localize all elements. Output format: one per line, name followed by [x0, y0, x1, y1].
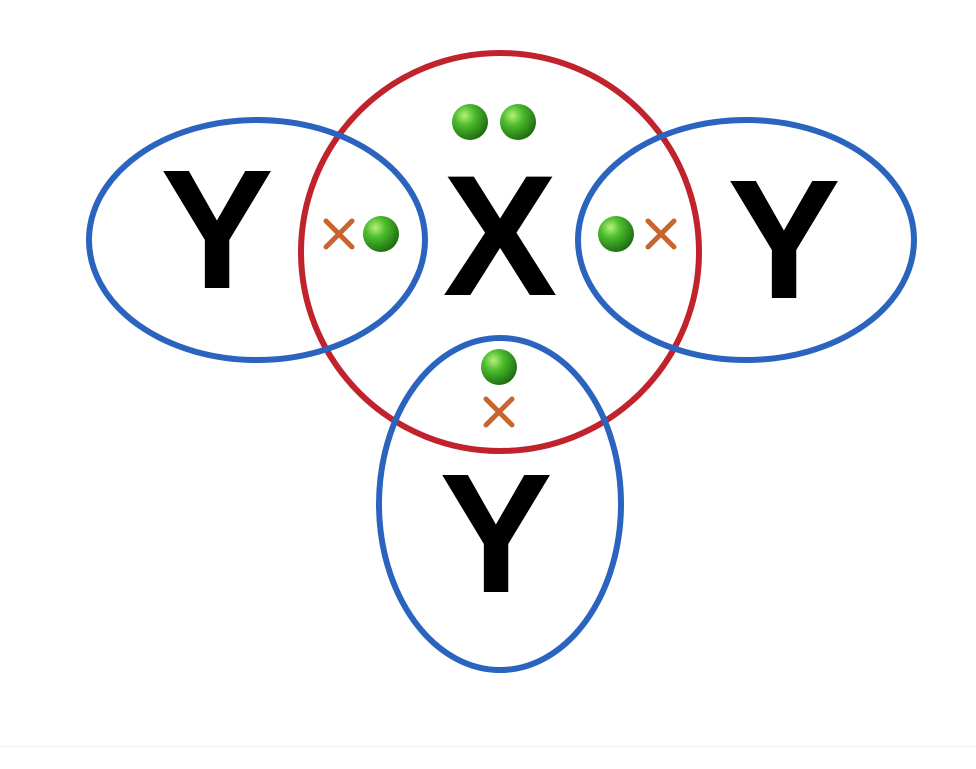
right-atom-symbol: Y: [727, 145, 840, 335]
bottom-divider: [0, 746, 976, 747]
green-dot-electron-icon: [598, 216, 634, 252]
green-dot-electron-icon: [481, 349, 517, 385]
green-dot-electron-icon: [452, 104, 488, 140]
bottom-atom-shell: [376, 335, 624, 673]
lone-pair: [452, 104, 536, 140]
orange-cross-electron-icon: [323, 218, 355, 250]
left-bond-pair: [323, 216, 399, 252]
orange-cross-electron-icon: [483, 396, 515, 428]
green-dot-electron-icon: [500, 104, 536, 140]
bottom-atom-symbol: Y: [439, 439, 552, 629]
green-dot-electron-icon: [363, 216, 399, 252]
central-atom-shell: [298, 50, 702, 454]
left-atom-symbol: Y: [160, 135, 273, 325]
left-atom-shell: [86, 117, 428, 363]
right-bond-pair: [598, 216, 677, 252]
orange-cross-electron-icon: [645, 218, 677, 250]
central-atom-symbol: X: [443, 140, 558, 332]
right-atom-shell: [575, 117, 917, 363]
bottom-bond-pair: [481, 349, 517, 428]
